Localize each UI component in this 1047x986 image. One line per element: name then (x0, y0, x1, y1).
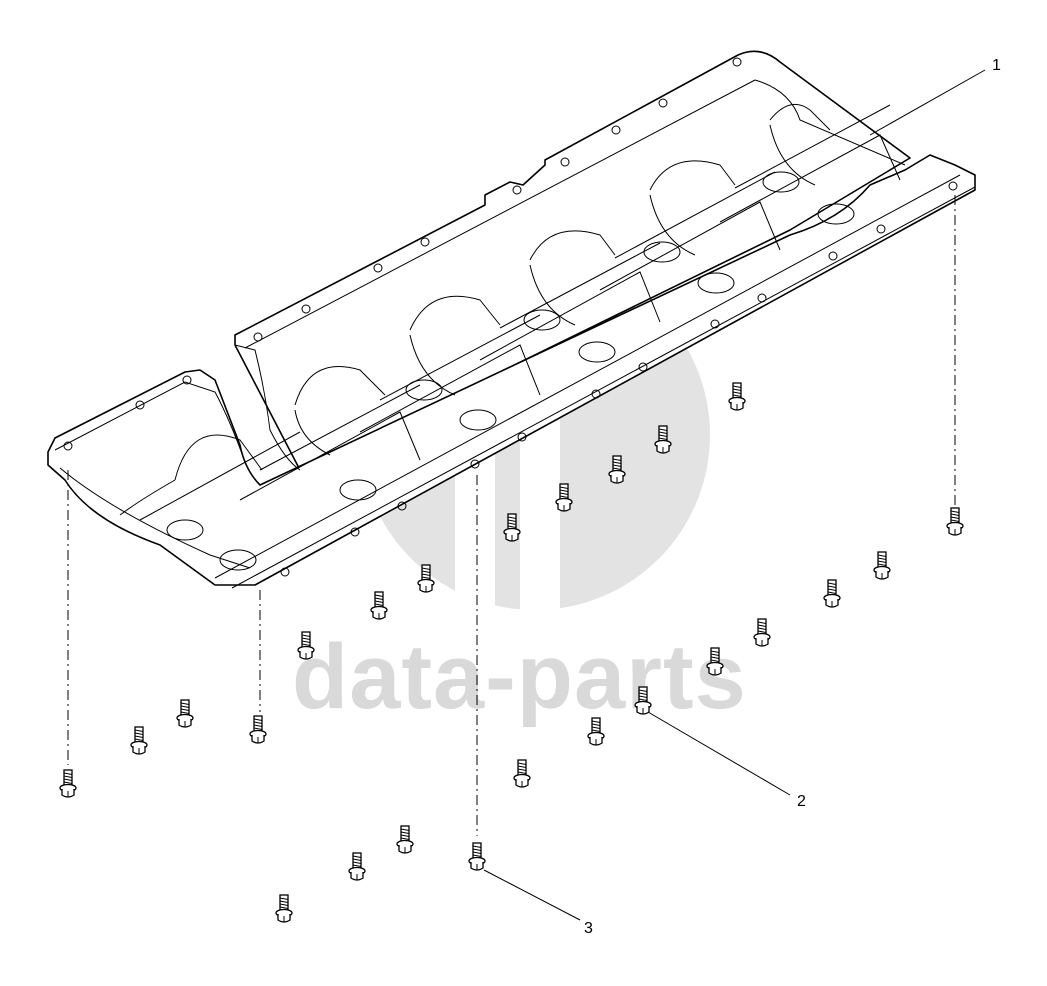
bolt (370, 591, 388, 620)
alignment-centerlines (67, 195, 956, 836)
bolt (946, 507, 964, 536)
bolt (608, 455, 626, 484)
bolt (59, 769, 77, 798)
bolt (249, 715, 267, 744)
bolt (348, 852, 366, 881)
crankshaft-saddles (119, 103, 901, 521)
bolt (728, 382, 746, 411)
callout-3: 3 (584, 920, 593, 937)
bolt (275, 894, 293, 923)
bolt (297, 631, 315, 660)
bolt (468, 842, 486, 871)
bolt (396, 825, 414, 854)
baffle-holes (166, 171, 855, 571)
bolt (417, 564, 435, 593)
callout-2: 2 (797, 793, 806, 810)
bolt (503, 513, 521, 542)
watermark-text: data-parts (292, 626, 747, 728)
bolt (176, 699, 194, 728)
bolt-set (59, 382, 964, 923)
oil-pan-baffle (47, 50, 976, 589)
callout-leaders (483, 69, 986, 921)
bolt (513, 759, 531, 788)
bolt (654, 425, 672, 454)
bolt (555, 483, 573, 512)
flange-bolt-holes (63, 57, 958, 577)
bolt (587, 717, 605, 746)
bolt (130, 726, 148, 755)
bolt (706, 647, 724, 676)
bolt (753, 618, 771, 647)
bolt (873, 551, 891, 580)
bolt (823, 579, 841, 608)
callout-1: 1 (992, 57, 1001, 74)
